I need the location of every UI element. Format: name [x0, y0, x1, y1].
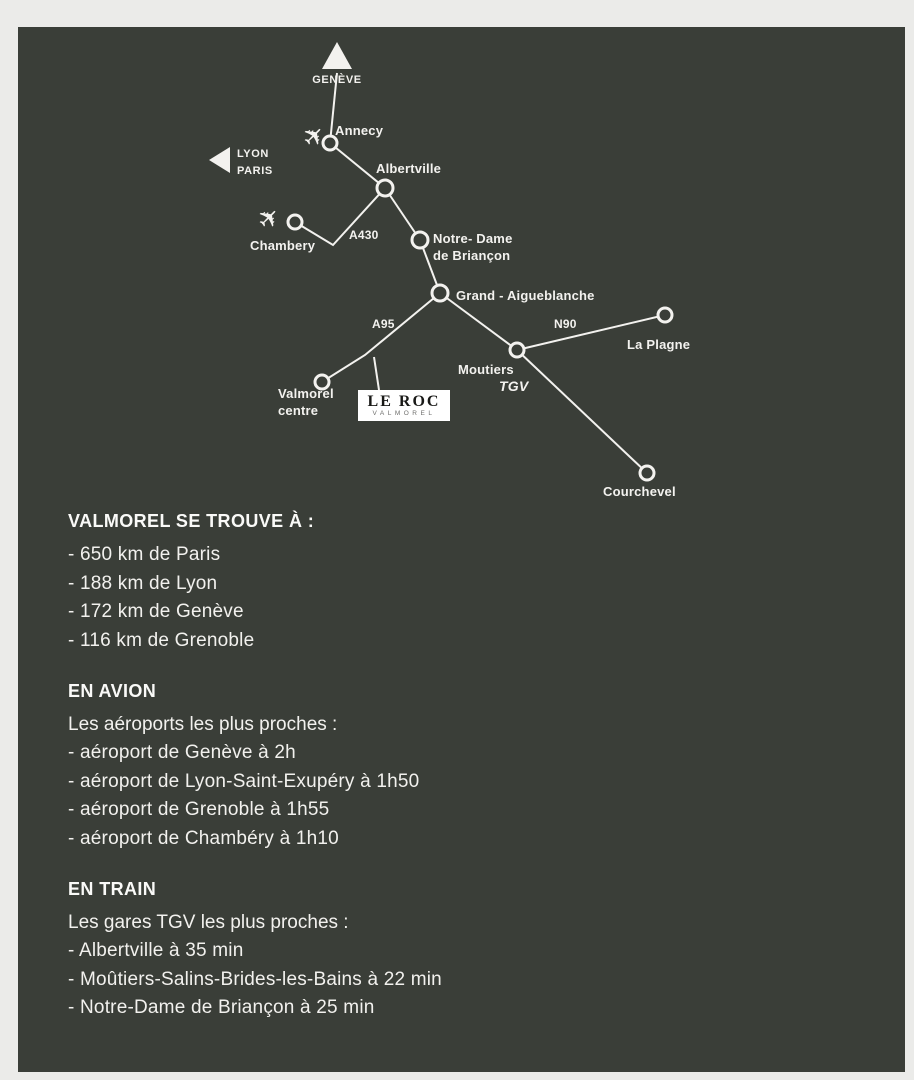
map-label-annecy: Annecy — [335, 123, 384, 138]
map-label-lyon: LYON — [237, 148, 269, 160]
list-item: - 172 km de Genève — [68, 601, 244, 622]
map-label-aigueblanche: Grand - Aigueblanche — [456, 288, 595, 303]
list-item: - aéroport de Genève à 2h — [68, 742, 296, 763]
distances-heading: VALMOREL SE TROUVE À : — [68, 511, 315, 531]
route-map: ✈ ✈ GENÈVE LYON PARIS Annecy Albertville… — [18, 27, 905, 527]
map-label-paris: PARIS — [237, 165, 273, 177]
section-plane: EN AVION Les aéroports les plus proches … — [68, 681, 858, 853]
le-roc-valmorel-logo: LE ROC VALMOREL — [358, 390, 450, 421]
distances-list: - 650 km de Paris - 188 km de Lyon - 172… — [68, 541, 858, 655]
list-item: - Notre-Dame de Briançon à 25 min — [68, 997, 375, 1018]
map-label-notredame: Notre- Dame de Briançon — [433, 231, 513, 263]
list-item: - 188 km de Lyon — [68, 572, 218, 594]
node-notredame — [410, 230, 430, 250]
node-annecy — [321, 134, 339, 152]
section-train: EN TRAIN Les gares TGV les plus proches … — [68, 879, 858, 1023]
road-geneve-annecy — [329, 72, 338, 144]
geneve-direction-triangle-icon — [322, 42, 352, 69]
map-label-geneve: GENÈVE — [312, 74, 362, 86]
map-label-a95: A95 — [372, 317, 395, 331]
list-item: - aéroport de Lyon-Saint-Exupéry à 1h50 — [68, 770, 420, 792]
list-item: - Albertville à 35 min — [68, 940, 244, 961]
road-n90-laplagne — [516, 314, 666, 351]
map-label-chambery: Chambery — [250, 238, 316, 253]
node-valmorel-centre — [313, 373, 331, 391]
node-courchevel — [638, 464, 656, 482]
list-item: - 650 km de Paris — [68, 544, 221, 565]
map-label-courchevel: Courchevel — [603, 484, 676, 499]
list-item: - aéroport de Grenoble à 1h55 — [68, 799, 330, 820]
list-item: - Moûtiers-Salins-Brides-les-Bains à 22 … — [68, 968, 442, 990]
road-a95-valmorel — [321, 292, 441, 383]
road-a430-chambery — [294, 187, 386, 247]
node-laplagne — [656, 306, 674, 324]
road-albertville-notredame — [384, 187, 421, 241]
logo-pointer-line — [373, 356, 380, 391]
map-label-valmorel-centre: Valmorel centre — [278, 386, 334, 418]
node-moutiers — [508, 341, 526, 359]
train-heading: EN TRAIN — [68, 879, 157, 899]
plane-intro: Les aéroports les plus proches : — [68, 714, 338, 735]
list-item: - aéroport de Chambéry à 1h10 — [68, 827, 339, 849]
map-label-albertville: Albertville — [376, 161, 442, 176]
road-moutiers-courchevel — [516, 349, 648, 474]
logo-subtitle: VALMOREL — [372, 409, 436, 417]
node-chambery — [286, 213, 304, 231]
section-distances: VALMOREL SE TROUVE À : - 650 km de Paris… — [68, 511, 858, 655]
map-label-lyon-paris: LYON PARIS — [237, 146, 273, 180]
map-label-a430: A430 — [349, 228, 379, 242]
map-label-moutiers: Moutiers — [458, 362, 514, 377]
node-aigueblanche — [430, 283, 450, 303]
road-aigueblanche-moutiers — [439, 292, 518, 351]
map-label-n90: N90 — [554, 317, 577, 331]
train-intro: Les gares TGV les plus proches : — [68, 912, 349, 933]
airports-list: - aéroport de Genève à 2h - aéroport de … — [68, 739, 858, 853]
logo-title: LE ROC — [367, 392, 441, 410]
route-map-lines — [209, 42, 674, 482]
access-map-panel: ✈ ✈ GENÈVE LYON PARIS Annecy Albertville… — [18, 27, 905, 1072]
lyon-paris-direction-triangle-icon — [209, 147, 230, 173]
road-annecy-albertville — [329, 142, 386, 189]
map-label-tgv: TGV — [499, 378, 529, 394]
map-label-laplagne: La Plagne — [627, 337, 691, 352]
node-albertville — [375, 178, 395, 198]
stations-list: - Albertville à 35 min - Moûtiers-Salins… — [68, 937, 858, 1023]
access-info: VALMOREL SE TROUVE À : - 650 km de Paris… — [68, 511, 858, 1049]
plane-heading: EN AVION — [68, 681, 157, 701]
list-item: - 116 km de Grenoble — [68, 629, 255, 651]
